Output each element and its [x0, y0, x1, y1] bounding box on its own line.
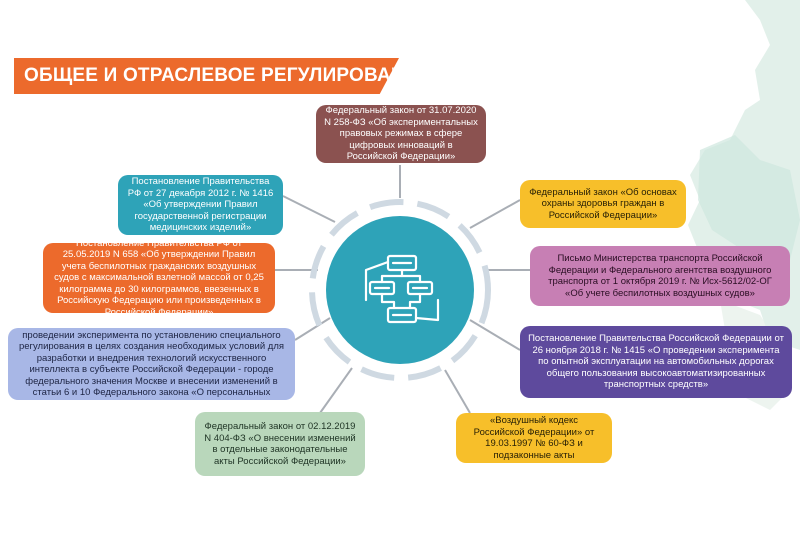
box-text: Письмо Министерства транспорта Российско…: [548, 253, 772, 299]
box-federal-law-health: Федеральный закон «Об основах охраны здо…: [520, 180, 686, 228]
box-resolution-2019-658: Постановление Правительства РФ от 25.05.…: [43, 243, 275, 313]
page-title: ОБЩЕЕ И ОТРАСЛЕВОЕ РЕГУЛИРОВАНИЕ: [14, 58, 399, 94]
box-federal-law-2020-123: Федеральный закон от 24 апреля 2020 г. №…: [8, 328, 295, 400]
page-title-text: ОБЩЕЕ И ОТРАСЛЕВОЕ РЕГУЛИРОВАНИЕ: [24, 65, 432, 86]
box-text: Федеральный закон «Об основах охраны здо…: [529, 186, 677, 221]
center-circle: [326, 216, 474, 364]
connector-lines: [275, 165, 530, 414]
box-letter-ministry-transport: Письмо Министерства транспорта Российско…: [530, 246, 790, 306]
flowchart-icon: [364, 254, 440, 324]
outer-ring: [309, 199, 491, 381]
box-text: «Воздушный кодекс Российской Федерации» …: [473, 415, 595, 461]
box-resolution-2012-1416: Постановление Правительства РФ от 27 дек…: [118, 175, 283, 235]
box-text: Постановление Правительства РФ от 25.05.…: [54, 243, 264, 313]
box-federal-law-2020-258: Федеральный закон от 31.07.2020 N 258-ФЗ…: [316, 105, 486, 163]
box-text: Федеральный закон от 24 апреля 2020 г. №…: [18, 328, 285, 400]
box-federal-law-2019-404: Федеральный закон от 02.12.2019 N 404-ФЗ…: [195, 412, 365, 476]
box-air-code: «Воздушный кодекс Российской Федерации» …: [456, 413, 612, 463]
box-text: Федеральный закон от 02.12.2019 N 404-ФЗ…: [204, 421, 356, 467]
box-text: Федеральный закон от 31.07.2020 N 258-ФЗ…: [324, 105, 478, 163]
box-text: Постановление Правительства Российской Ф…: [528, 333, 784, 391]
box-resolution-2018-1415: Постановление Правительства Российской Ф…: [520, 326, 792, 398]
box-text: Постановление Правительства РФ от 27 дек…: [127, 176, 274, 234]
